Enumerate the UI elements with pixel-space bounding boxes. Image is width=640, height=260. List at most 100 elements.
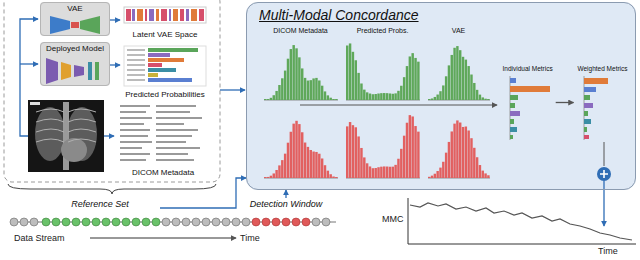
histogram-bar (453, 124, 455, 178)
histogram-bar (434, 174, 436, 178)
histogram-bar (397, 159, 399, 178)
histogram-bar (484, 173, 486, 178)
node-text: VAE (452, 27, 466, 35)
histogram-bar (377, 94, 379, 101)
xray-image (28, 100, 104, 172)
node-text: Latent VAE Space (133, 30, 198, 39)
input-wire (220, 89, 245, 90)
histogram-bar (307, 81, 309, 100)
input-wire (20, 19, 38, 136)
histogram-bar (349, 43, 351, 100)
histogram-bar (374, 168, 376, 178)
histogram-bar (267, 177, 269, 178)
node-text: Predicted Probabilities (125, 90, 205, 99)
histogram-bar (327, 171, 329, 178)
histogram-bar (459, 50, 461, 100)
probability-bars (124, 46, 206, 86)
flow-arrow (160, 178, 246, 208)
metadata-list: DICOM Metadata (116, 102, 210, 178)
node-text: Predicted Probs. (357, 27, 409, 35)
histogram-bar (484, 99, 486, 100)
histogram-bar (270, 98, 272, 100)
axis-label: MMC (382, 214, 404, 224)
latent-chart: Latent VAE Space (120, 4, 210, 40)
node-text: Individual Metrics (503, 65, 553, 72)
histogram-bar (292, 124, 294, 178)
sum-symbol (597, 167, 611, 181)
histogram-bar (315, 78, 317, 100)
encoder-icon (50, 16, 70, 34)
histogram-bar (439, 168, 441, 178)
histogram-bar (473, 148, 475, 178)
histogram-bar (403, 136, 405, 178)
histogram-bar (335, 177, 337, 178)
histogram-bar (310, 80, 312, 100)
axis-label: Time (598, 246, 618, 256)
histogram-bar (456, 120, 458, 178)
histogram-bar (357, 136, 359, 178)
histogram-bar (352, 125, 354, 178)
model-box: VAE (40, 2, 110, 36)
histogram-bar (406, 66, 408, 100)
histogram-bar (487, 175, 489, 178)
box-fill (40, 2, 110, 36)
histogram-bar (290, 49, 292, 100)
histogram-bar (284, 71, 286, 100)
layer-icon (88, 62, 92, 80)
node-text: Reference Set (71, 199, 129, 209)
histogram-bar (451, 131, 453, 178)
histogram-bar (442, 162, 444, 178)
flow-arrow (110, 19, 120, 20)
histogram-bar (275, 91, 277, 100)
metric-bars (510, 76, 550, 140)
histogram-bar (275, 170, 277, 178)
flow-arrow (110, 64, 120, 65)
histogram-bar (304, 78, 306, 100)
histogram-bar (298, 57, 300, 100)
histogram-bar (295, 48, 297, 100)
histogram-bar (372, 94, 374, 100)
histogram-bar (324, 91, 326, 100)
histogram-bar (428, 99, 430, 100)
axis-label: Time (240, 233, 260, 243)
histogram-bar (482, 171, 484, 178)
histogram-bar (329, 174, 331, 178)
histogram-bar (264, 177, 266, 178)
histogram-chart: VAE (426, 26, 492, 102)
input-wire (20, 63, 38, 64)
node-text: VAE (67, 4, 82, 13)
histogram-bar (386, 167, 388, 178)
histogram-bar (434, 97, 436, 100)
histogram-bar (383, 93, 385, 100)
axis-label: Data Stream (14, 233, 65, 243)
histogram-bar (324, 165, 326, 178)
histogram-chart: DICOM Metadata (262, 26, 340, 102)
histogram-bar (445, 76, 447, 100)
histogram-bar (414, 126, 416, 178)
histogram-bar (304, 143, 306, 178)
histogram-bar (383, 166, 385, 178)
histogram-bar (290, 132, 292, 178)
box-fill (40, 42, 110, 86)
histogram-bar (470, 138, 472, 178)
node-text: Multi-Modal Concordance (259, 7, 419, 23)
histogram-bar (397, 91, 399, 100)
histogram-bar (332, 99, 334, 100)
histogram-bar (462, 127, 464, 178)
mmc-plot (408, 198, 636, 244)
histogram-bar (292, 45, 294, 100)
latent-bars (126, 9, 204, 21)
histogram-bar (451, 55, 453, 100)
histogram-bar (409, 56, 411, 100)
histogram-bar (377, 167, 379, 178)
decoder-icon (80, 16, 100, 34)
histogram-bar (470, 75, 472, 100)
histogram-bar (409, 115, 411, 178)
histogram-bar (431, 98, 433, 100)
histogram-bar (482, 97, 484, 100)
histogram-bar (411, 53, 413, 100)
compare-arrow (300, 105, 497, 106)
histogram-bar (321, 86, 323, 100)
